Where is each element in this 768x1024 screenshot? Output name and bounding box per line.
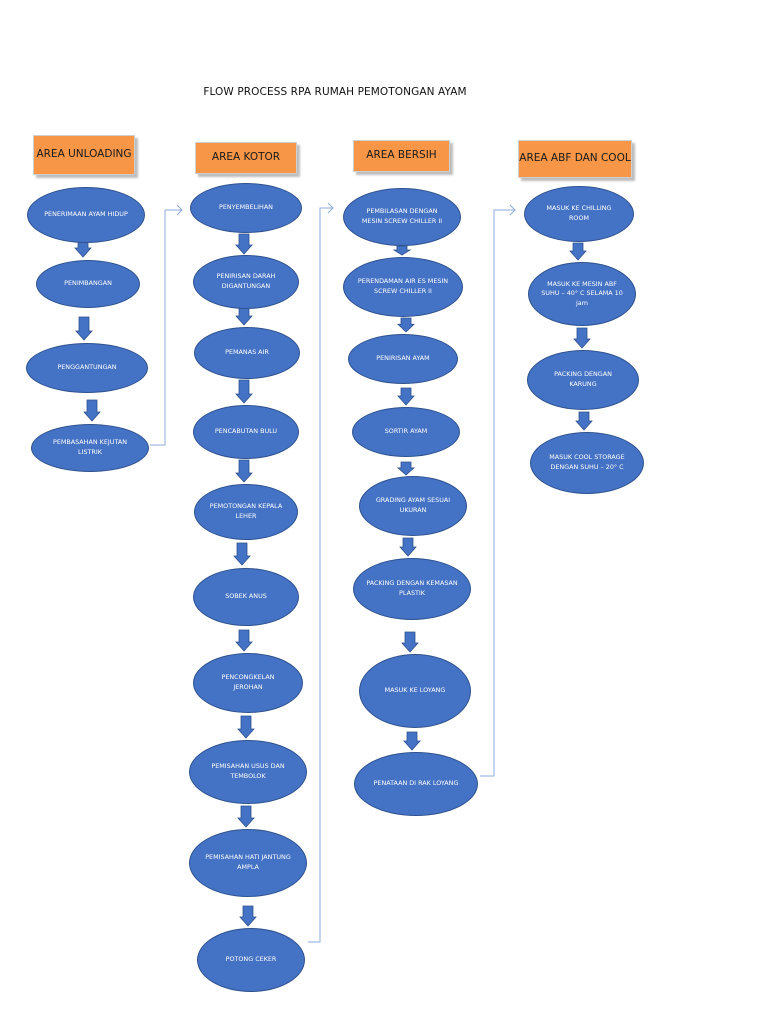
process-node: PEMOTONGAN KEPALA LEHER xyxy=(194,484,298,540)
process-node-label: PENERIMAAN AYAM HIDUP xyxy=(44,210,128,219)
process-node: SORTIR AYAM xyxy=(352,407,460,457)
flow-arrow xyxy=(235,629,253,652)
process-node: PACKING DENGAN KEMASAN PLASTIK xyxy=(353,558,471,620)
process-node: MASUK COOL STORAGE DENGAN SUHU – 20° C xyxy=(530,432,644,494)
connector-arrowhead xyxy=(509,204,516,216)
process-node: PENGGANTUNGAN xyxy=(26,343,148,393)
header-area-kotor: AREA KOTOR xyxy=(195,142,297,174)
process-node: PENIRISAN AYAM xyxy=(348,334,458,384)
column-connector xyxy=(308,207,333,943)
process-node-label: PENYEMBELIHAN xyxy=(219,203,273,212)
process-node-label: PEMBASAHAN KEJUTAN LISTRIK xyxy=(52,438,128,456)
header-area-abf-cool: AREA ABF DAN COOL xyxy=(518,140,632,178)
flow-arrow xyxy=(237,805,255,828)
connector-arrowhead xyxy=(176,204,183,216)
process-node: PENCABUTAN BULU xyxy=(193,405,299,459)
process-node: PEMBASAHAN KEJUTAN LISTRIK xyxy=(31,424,149,472)
process-node: MASUK KE CHILLING ROOM xyxy=(524,186,634,242)
process-node: PACKING DENGAN KARUNG xyxy=(527,350,639,410)
header-area-bersih-label: AREA BERSIH xyxy=(366,149,437,162)
flow-arrow xyxy=(392,245,412,256)
flow-arrow xyxy=(237,715,255,739)
process-node-label: POTONG CEKER xyxy=(225,955,277,964)
process-node-label: GRADING AYAM SESUAI UKURAN xyxy=(375,496,451,514)
flow-arrow xyxy=(397,387,415,406)
flow-arrow xyxy=(235,307,253,326)
diagram-title: FLOW PROCESS RPA RUMAH PEMOTONGAN AYAM xyxy=(203,86,467,98)
flow-arrow xyxy=(83,399,101,422)
process-node: PEMANAS AIR xyxy=(194,327,300,379)
process-node: PEMBILASAN DENGAN MESIN SCREW CHILLER II xyxy=(343,188,461,246)
column-connector xyxy=(480,209,515,777)
flow-arrow xyxy=(403,731,421,751)
process-node: PERENDAMAN AIR ES MESIN SCREW CHILLER II xyxy=(343,257,463,317)
column-connector xyxy=(150,209,182,446)
header-area-abf-cool-label: AREA ABF DAN COOL xyxy=(519,152,631,165)
process-node-label: SOBEK ANUS xyxy=(225,592,267,601)
process-node-label: PACKING DENGAN KARUNG xyxy=(554,370,612,388)
process-node-label: PEMISAHAN USUS DAN TEMBOLOK xyxy=(211,762,285,780)
process-node-label: PENCABUTAN BULU xyxy=(214,427,278,436)
process-node: PENYEMBELIHAN xyxy=(190,183,302,233)
process-node-label: PENIRISAN DARAH DIGANTUNGAN xyxy=(216,272,276,290)
process-node: SOBEK ANUS xyxy=(193,568,299,626)
process-node: PENERIMAAN AYAM HIDUP xyxy=(27,187,145,243)
flow-arrow xyxy=(573,327,591,349)
flow-arrow xyxy=(397,317,415,333)
header-area-unloading: AREA UNLOADING xyxy=(33,135,135,175)
process-node: PENIRISAN DARAH DIGANTUNGAN xyxy=(193,255,299,309)
flow-arrow xyxy=(235,233,253,255)
process-node-label: SORTIR AYAM xyxy=(384,427,428,436)
header-area-bersih: AREA BERSIH xyxy=(353,140,450,172)
process-node-label: PENGGANTUNGAN xyxy=(57,363,117,372)
process-node: PEMISAHAN USUS DAN TEMBOLOK xyxy=(189,740,307,804)
process-node-label: PENIRISAN AYAM xyxy=(376,354,430,363)
connector-arrowhead xyxy=(327,202,334,214)
process-node-label: PEMANAS AIR xyxy=(225,348,269,357)
process-node: PENCONGKELAN JEROHAN xyxy=(193,653,303,713)
flow-arrow xyxy=(235,379,253,404)
process-node: PEMISAHAN HATI JANTUNG AMPLA xyxy=(189,829,307,897)
process-node-label: PACKING DENGAN KEMASAN PLASTIK xyxy=(366,579,458,597)
process-node: MASUK KE LOYANG xyxy=(359,654,471,728)
flow-arrow xyxy=(569,242,587,261)
process-node: PENATAAN DI RAK LOYANG xyxy=(354,752,478,816)
process-node-label: PEMOTONGAN KEPALA LEHER xyxy=(209,502,283,520)
process-node-label: PERENDAMAN AIR ES MESIN SCREW CHILLER II xyxy=(357,277,449,295)
process-node-label: PEMBILASAN DENGAN MESIN SCREW CHILLER II xyxy=(361,207,443,225)
process-node-label: PENCONGKELAN JEROHAN xyxy=(221,673,275,691)
process-node-label: PENATAAN DI RAK LOYANG xyxy=(373,779,459,788)
flow-arrow xyxy=(401,631,419,653)
header-area-kotor-label: AREA KOTOR xyxy=(211,151,281,164)
process-node-label: MASUK KE CHILLING ROOM xyxy=(546,204,612,222)
process-node: POTONG CEKER xyxy=(197,928,305,992)
process-node-label: PEMISAHAN HATI JANTUNG AMPLA xyxy=(205,853,291,871)
header-area-unloading-label: AREA UNLOADING xyxy=(36,148,132,161)
process-node: PENIMBANGAN xyxy=(36,260,140,308)
flow-arrow xyxy=(399,537,417,557)
flow-arrow xyxy=(239,905,257,927)
process-node-label: MASUK COOL STORAGE DENGAN SUHU – 20° C xyxy=(549,453,625,471)
process-node: MASUK KE MESIN ABF SUHU – 40° C SELAMA 1… xyxy=(528,262,636,326)
flow-arrow xyxy=(575,411,593,431)
process-node-label: MASUK KE MESIN ABF SUHU – 40° C SELAMA 1… xyxy=(541,279,623,307)
flow-arrow xyxy=(233,542,251,566)
process-node-label: MASUK KE LOYANG xyxy=(384,686,446,695)
flow-arrow xyxy=(235,459,253,483)
flow-arrow xyxy=(396,461,416,476)
process-node-label: PENIMBANGAN xyxy=(64,279,112,288)
flow-arrow xyxy=(75,316,93,341)
process-node: GRADING AYAM SESUAI UKURAN xyxy=(359,476,467,536)
